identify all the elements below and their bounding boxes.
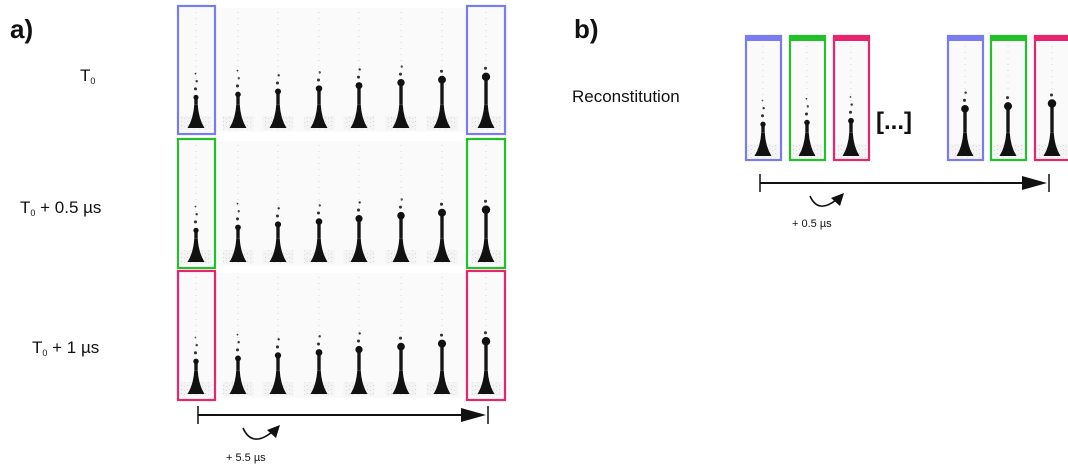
droplet-frame — [180, 277, 212, 396]
droplet-frame — [343, 145, 375, 264]
curved-arrow-b — [809, 195, 837, 207]
ellipsis-text: [...] — [876, 108, 912, 135]
row-label-subscript: 0 — [42, 348, 48, 358]
droplet-frame — [426, 145, 458, 264]
highlight-box-first — [176, 4, 217, 136]
interval-label-a: + 5.5 µs — [226, 452, 266, 464]
droplet-frame — [949, 40, 981, 158]
frame-color-bar — [991, 35, 1026, 41]
frame-color-bar — [1035, 35, 1068, 41]
droplet-frame — [343, 12, 375, 130]
time-arrows — [197, 174, 1050, 440]
row-background — [178, 273, 508, 398]
panel-a-label: a) — [10, 14, 34, 44]
droplet-frame — [385, 145, 417, 264]
row-label-subscript: 0 — [30, 208, 36, 218]
row-label-t0-plus-1us: T0 + 1 µs — [32, 338, 99, 358]
droplet-frame — [222, 12, 254, 130]
droplet-frame — [180, 12, 212, 130]
droplet-frame — [992, 40, 1024, 158]
row-label-suffix: + 1 µs — [47, 338, 100, 357]
droplet-frame — [303, 145, 335, 264]
frame-color-bar — [948, 35, 983, 41]
droplet-frame — [262, 145, 294, 264]
droplet-frame — [426, 277, 458, 396]
droplet-frame — [262, 277, 294, 396]
highlight-box-last — [465, 137, 507, 270]
highlight-box-first — [176, 137, 217, 270]
timeline-arrowhead-a — [461, 408, 486, 422]
curved-arrowhead-b — [831, 193, 844, 206]
frame-color-bar — [834, 35, 869, 41]
timeline-arrowhead-b — [1022, 176, 1047, 190]
droplet-frame — [343, 277, 375, 396]
highlight-box-first — [176, 269, 217, 402]
highlight-box-last — [465, 4, 507, 136]
highlight-boxes-panel-a — [176, 4, 507, 402]
frame-color-bar — [790, 35, 825, 41]
row-label-t0-plus-0-5us: T0 + 0.5 µs — [20, 198, 101, 218]
droplet-frame — [791, 40, 823, 158]
droplet-frame — [303, 277, 335, 396]
frame-color-bar — [746, 35, 781, 41]
highlight-box-last — [465, 269, 507, 402]
curved-arrow-a — [242, 427, 273, 440]
row-background — [178, 8, 508, 132]
row-label-prefix: T — [20, 198, 31, 217]
droplet-frame — [222, 145, 254, 264]
droplet-frame — [385, 12, 417, 130]
row-label-prefix: T — [80, 66, 91, 85]
row-label-subscript: 0 — [90, 76, 96, 86]
row-label-t0: T0 — [80, 66, 95, 86]
droplet-frame — [303, 12, 335, 130]
droplet-frame — [262, 12, 294, 130]
droplet-frame — [385, 277, 417, 396]
droplet-frame — [835, 40, 867, 158]
droplet-frame — [747, 40, 779, 158]
row-background — [178, 141, 508, 266]
droplet-frame — [426, 12, 458, 130]
droplet-frame — [1036, 40, 1068, 158]
row-label-suffix: + 0.5 µs — [35, 198, 102, 217]
reconstitution-label: Reconstitution — [572, 87, 680, 106]
droplet-frame — [470, 145, 502, 264]
row-label-prefix: T — [32, 338, 43, 357]
droplet-frame — [180, 145, 212, 264]
droplet-frame — [470, 12, 502, 130]
strip-grid-panel-b — [744, 34, 1068, 162]
droplet-frame — [470, 277, 502, 396]
droplet-frame — [222, 277, 254, 396]
interval-label-b: + 0.5 µs — [792, 218, 832, 230]
curved-arrowhead-a — [267, 425, 280, 438]
strip-grid-panel-a — [178, 8, 508, 398]
panel-b-label: b) — [574, 14, 599, 44]
